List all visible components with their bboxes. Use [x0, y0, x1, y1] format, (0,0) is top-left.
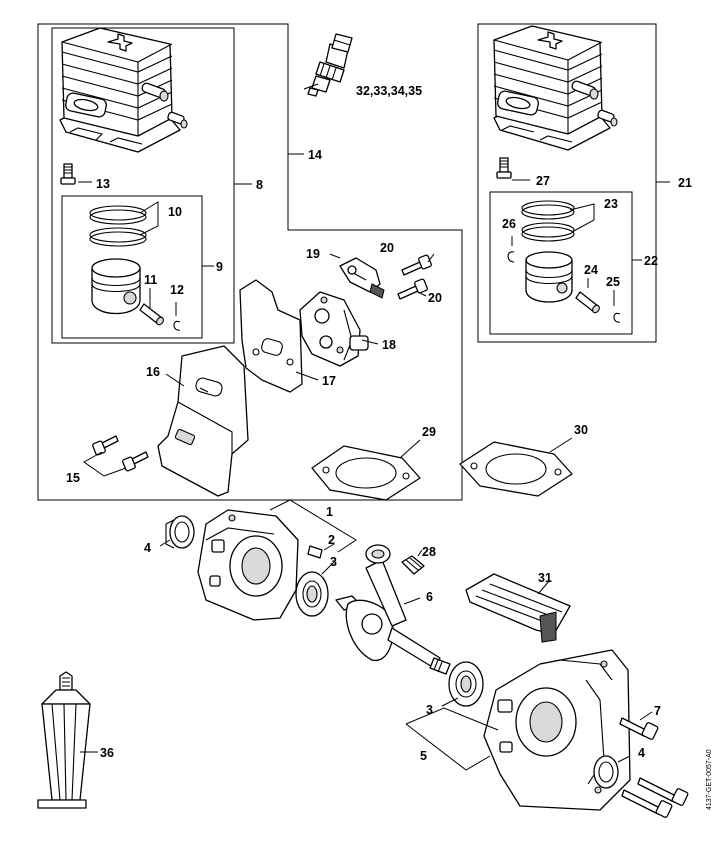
- label-22: 22: [644, 254, 658, 268]
- piston-pin-24: [575, 291, 600, 314]
- label-26: 26: [502, 217, 516, 231]
- label-17: 17: [322, 374, 336, 388]
- label-3-bottom: 3: [426, 703, 433, 717]
- grease-tube-36: [37, 671, 91, 809]
- label-4-bottom: 4: [638, 746, 645, 760]
- label-11: 11: [144, 273, 157, 287]
- label-32-35: 32,33,34,35: [356, 84, 422, 98]
- label-14: 14: [308, 148, 322, 162]
- intake-manifold-18: [299, 291, 369, 367]
- piston-pin-11: [139, 303, 164, 326]
- group-box-22: [489, 191, 633, 335]
- ball-bearing-3-top: [295, 571, 329, 617]
- screw-7-c: [637, 777, 689, 806]
- label-36: 36: [100, 746, 114, 760]
- spark-plug: [307, 33, 353, 97]
- group-box-21: [477, 23, 657, 343]
- piston-rings-23: [521, 200, 575, 242]
- label-15: 15: [66, 471, 80, 485]
- screw-15-b: [122, 451, 149, 472]
- screw-13: [60, 163, 76, 185]
- label-12: 12: [170, 283, 184, 297]
- piston-24: [525, 251, 573, 303]
- gasket-17: [239, 279, 303, 393]
- group-box-8: [51, 27, 235, 344]
- circlip-26: [507, 251, 515, 263]
- part-19: [339, 257, 385, 299]
- drawing-code: 4137-GET-0057-A0: [706, 749, 713, 810]
- label-29: 29: [422, 425, 436, 439]
- label-19: 19: [306, 247, 320, 261]
- label-3-top: 3: [330, 555, 337, 569]
- screw-20-b: [397, 278, 428, 300]
- label-16: 16: [146, 365, 160, 379]
- label-31: 31: [538, 571, 552, 585]
- circlip-25: [613, 312, 621, 323]
- group-box-9: [61, 195, 203, 339]
- crankcase-half-1: [197, 509, 299, 621]
- label-10: 10: [168, 205, 182, 219]
- label-6: 6: [426, 590, 433, 604]
- label-21: 21: [678, 176, 692, 190]
- heat-shield-16: [157, 345, 249, 497]
- label-7: 7: [654, 704, 661, 718]
- screw-7-a: [619, 717, 659, 740]
- label-30: 30: [574, 423, 588, 437]
- ball-bearing-3-bottom: [448, 661, 484, 707]
- label-25: 25: [606, 275, 620, 289]
- gasket-29: [311, 445, 421, 501]
- label-24: 24: [584, 263, 598, 277]
- oil-seal-4-bottom: [593, 755, 619, 789]
- screw-7-b: [621, 789, 673, 818]
- crankshaft-6: [335, 544, 451, 675]
- bracket-31: [465, 573, 571, 643]
- circlip-12: [173, 320, 181, 331]
- gasket-30: [459, 441, 573, 497]
- label-2: 2: [328, 533, 335, 547]
- label-4-top: 4: [144, 541, 151, 555]
- label-1: 1: [326, 505, 333, 519]
- oil-seal-4-top: [165, 515, 195, 549]
- label-23: 23: [604, 197, 618, 211]
- cylinder-right: [493, 25, 618, 151]
- piston-11: [91, 258, 141, 315]
- screw-20-a: [401, 254, 432, 276]
- leader-lines: [78, 83, 670, 771]
- label-18: 18: [382, 338, 396, 352]
- label-5: 5: [420, 749, 427, 763]
- label-20-bottom: 20: [428, 291, 442, 305]
- needle-cage-28: [401, 555, 425, 575]
- piston-rings-10: [89, 205, 147, 247]
- group-box-14: [37, 23, 463, 501]
- label-28: 28: [422, 545, 436, 559]
- screw-27: [496, 157, 512, 179]
- label-20-top: 20: [380, 241, 394, 255]
- label-27: 27: [536, 174, 550, 188]
- screw-15-a: [92, 435, 119, 456]
- label-13: 13: [96, 177, 110, 191]
- label-9: 9: [216, 260, 223, 274]
- label-8: 8: [256, 178, 263, 192]
- dowel-pin-2: [307, 545, 323, 559]
- cylinder-left: [59, 27, 188, 153]
